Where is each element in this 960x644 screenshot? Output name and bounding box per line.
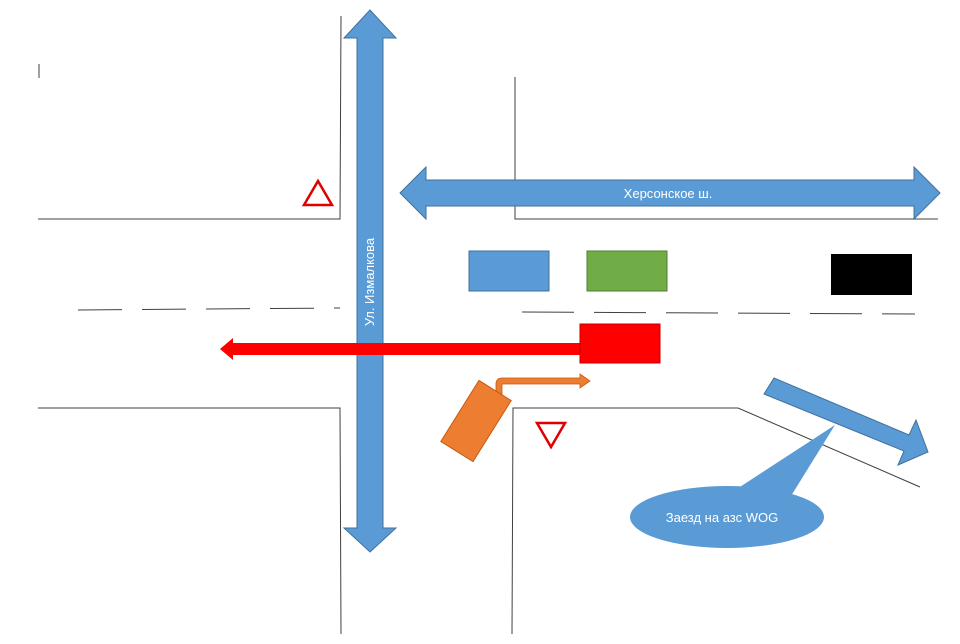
road-edge-bottom-right: [511, 407, 921, 635]
street-horizontal-arrow: [399, 165, 941, 221]
orange-car-path-arrow: [495, 373, 591, 400]
street-vertical-arrow: [342, 9, 398, 553]
car-green: [586, 250, 668, 292]
lane-line-right: [521, 311, 916, 315]
red-car-path-arrow: [220, 338, 580, 360]
road-edge-top-left: [38, 15, 342, 220]
callout-text: Заезд на азс WOG: [666, 510, 778, 525]
road-edges: [38, 15, 938, 635]
road-edge-top-right: [514, 77, 938, 220]
yield-sign-triangle-down: [534, 421, 568, 450]
lane-line-left: [77, 307, 341, 311]
street-horizontal-label: Херсонское ш.: [624, 186, 713, 201]
gas-station-entry-arrow: [763, 377, 929, 466]
callout-ellipse: [630, 486, 824, 548]
car-black: [831, 254, 912, 295]
street-vertical-label: Ул. Измалкова: [362, 237, 377, 326]
car-orange: [440, 379, 512, 463]
car-red: [579, 323, 661, 364]
road-edge-bottom-left: [38, 407, 342, 635]
yield-sign-triangle-up: [301, 178, 335, 207]
car-blue: [468, 250, 550, 292]
